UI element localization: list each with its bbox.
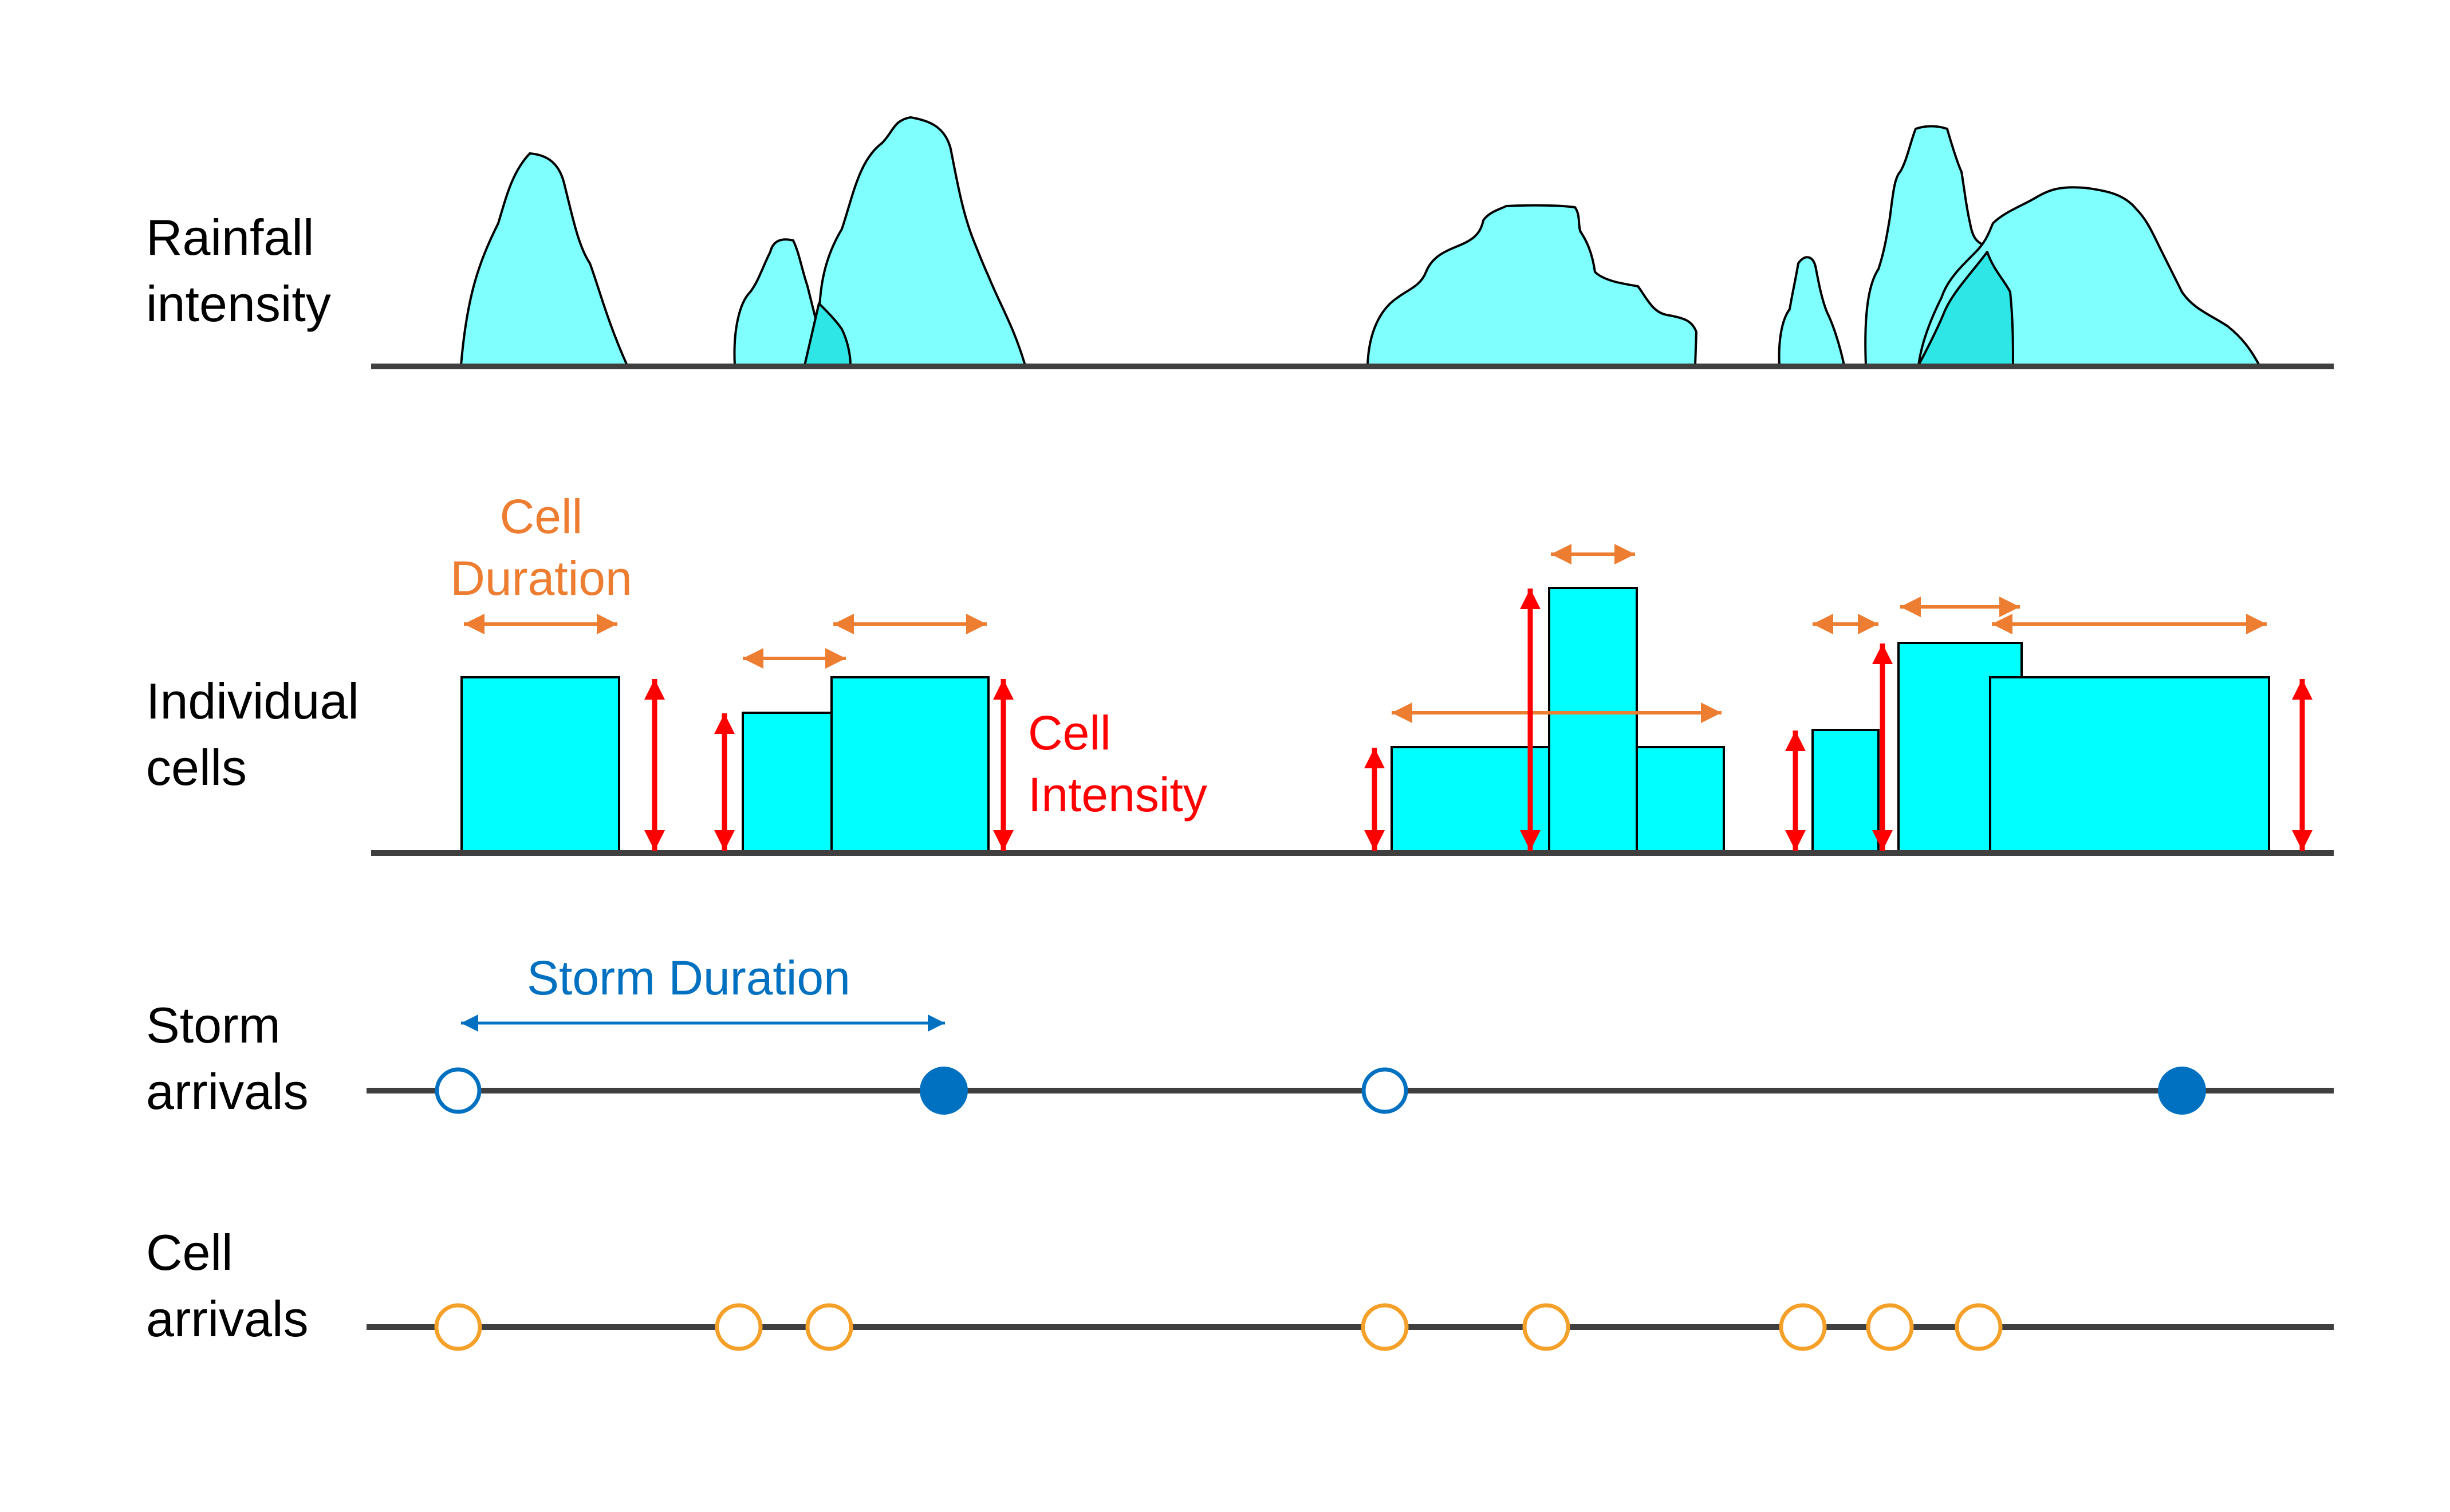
row-label-line: cells <box>146 739 247 796</box>
row-label-cells: Individual cells <box>146 668 359 801</box>
cell-rect <box>1811 729 1880 854</box>
cell-rect <box>460 676 620 854</box>
cell-intensity-arrows <box>644 589 2313 851</box>
cells-row <box>371 544 2334 856</box>
rainfall-profiles <box>460 116 2260 366</box>
row-label-line: arrivals <box>146 1290 309 1347</box>
cell-arrivals-row <box>367 1303 2334 1351</box>
row-label-line: Storm <box>146 997 281 1053</box>
row-label-line: Rainfall <box>146 209 314 266</box>
cell-arrival-marker <box>434 1303 482 1351</box>
cell-arrival-marker <box>1361 1303 1409 1351</box>
storm-row <box>367 1014 2334 1115</box>
annotation-line: Cell <box>1028 706 1111 760</box>
cell-arrival-marker <box>1955 1303 2003 1351</box>
cell-duration-label: Cell Duration <box>441 485 641 609</box>
cell-rectangles <box>460 587 2270 854</box>
cell-arrival-marker <box>1866 1303 1914 1351</box>
rainfall-row <box>371 116 2334 369</box>
rainfall-blob <box>1864 125 1988 366</box>
annotation-line: Duration <box>450 551 632 605</box>
cell-arrival-marker <box>805 1303 853 1351</box>
cell-rect <box>1989 676 2270 854</box>
row-label-line: Cell <box>146 1224 233 1281</box>
annotation-line: Cell <box>499 489 583 543</box>
row-label-cell-arrivals: Cell arrivals <box>146 1219 309 1352</box>
storm-end-marker <box>920 1067 968 1115</box>
cell-duration-arrows <box>464 544 2267 723</box>
cell-intensity-label: Cell Intensity <box>1028 702 1207 826</box>
annotation-line: Storm Duration <box>527 951 850 1005</box>
row-label-line: Individual <box>146 673 359 729</box>
cell-rect <box>1636 746 1725 854</box>
storm-start-marker <box>1361 1067 1408 1114</box>
cell-rect <box>742 712 849 854</box>
storm-start-marker <box>435 1067 482 1114</box>
storm-duration-label: Storm Duration <box>527 947 850 1009</box>
row-label-storm: Storm arrivals <box>146 992 309 1125</box>
rainfall-blob <box>1366 204 1697 366</box>
rainfall-overlap <box>1917 251 2014 366</box>
rainfall-overlap <box>803 302 852 366</box>
cell-rect <box>830 676 990 854</box>
rainfall-blob <box>733 238 820 366</box>
row-label-rainfall: Rainfall intensity <box>146 204 331 337</box>
cell-rect <box>1548 587 1638 854</box>
cell-arrival-marker <box>1522 1303 1570 1351</box>
row-label-line: intensity <box>146 275 331 332</box>
row-label-line: arrivals <box>146 1063 309 1120</box>
rainfall-blob <box>1778 256 1845 366</box>
cell-arrival-marker <box>715 1303 763 1351</box>
annotation-line: Intensity <box>1028 768 1207 822</box>
rainfall-blob <box>803 116 1026 366</box>
cell-arrival-marker <box>1779 1303 1827 1351</box>
storm-end-marker <box>2158 1067 2206 1115</box>
rainfall-blob <box>460 152 628 366</box>
